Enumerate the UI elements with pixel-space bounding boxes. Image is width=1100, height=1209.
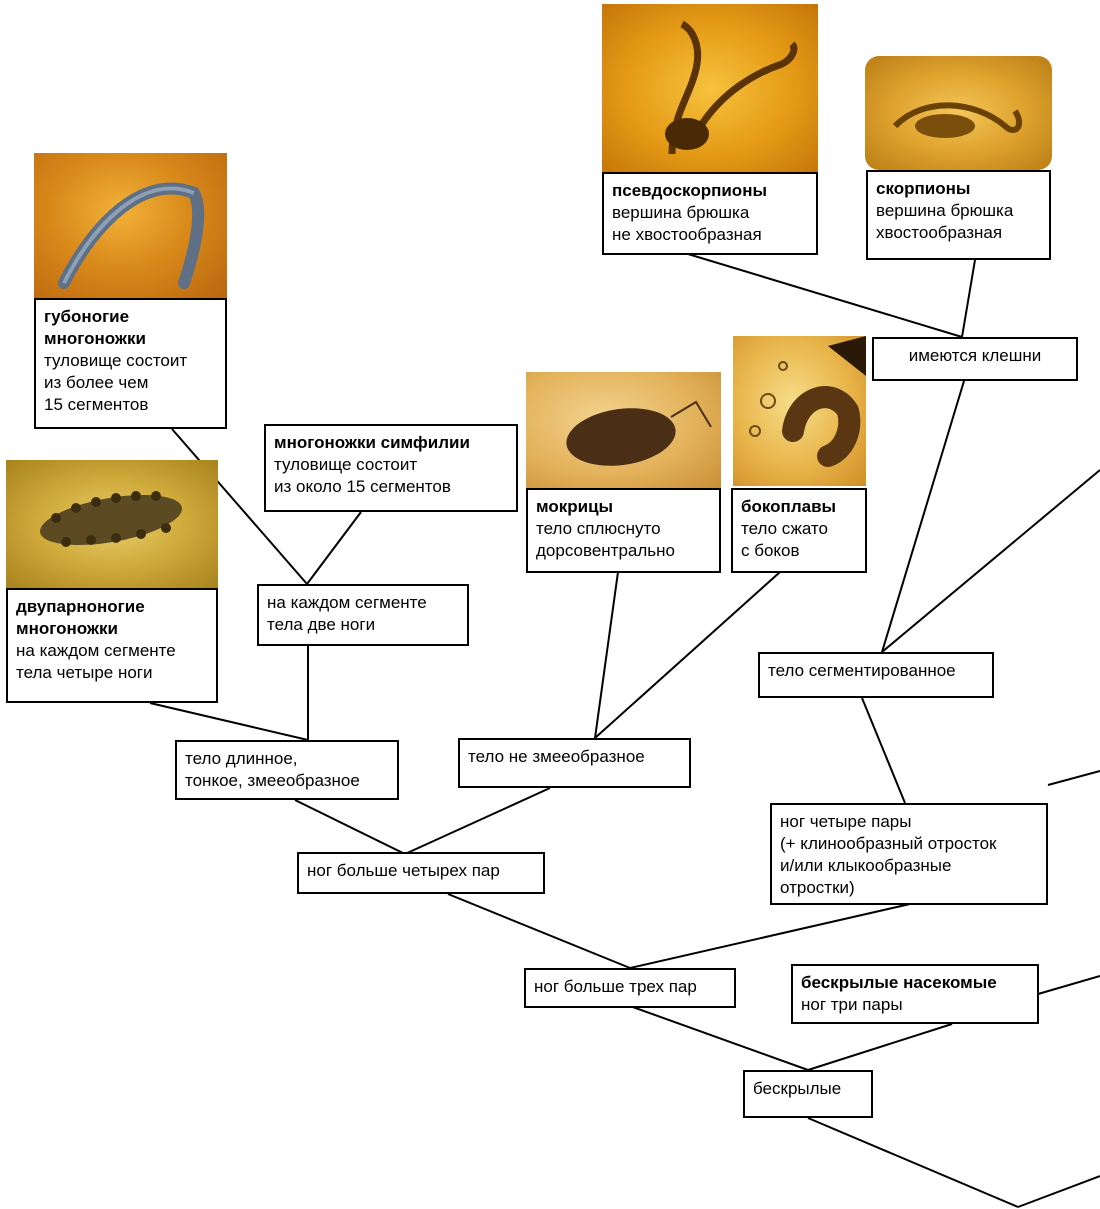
node-more-three-pairs: ног больше трех пар <box>524 968 736 1008</box>
node-long-body-desc: тело длинное, тонкое, змееобразное <box>185 748 389 792</box>
amphipod-icon <box>733 336 866 486</box>
node-centipedes-title: губоногие многоножки <box>44 306 217 350</box>
node-four-pairs-desc: ног четыре пары (+ клинообразный отросто… <box>780 811 1038 899</box>
edge-more-four-not-snake <box>405 788 550 854</box>
edge-four-pairs-right <box>1048 771 1100 785</box>
node-not-snake-desc: тело не змееобразное <box>468 746 681 768</box>
edge-not-snake-amphipods <box>595 572 780 738</box>
node-more-four-pairs: ног больше четырех пар <box>297 852 545 894</box>
millipede-icon <box>6 460 218 588</box>
edge-two-legs-symphyla <box>307 512 361 584</box>
edge-wingless-more-three <box>630 1006 808 1070</box>
node-symphyla: многоножки симфилии туловище состоит из … <box>264 424 518 512</box>
edge-segmented-claws <box>882 381 964 652</box>
node-claws-desc: имеются клешни <box>882 345 1068 367</box>
node-scorpions: скорпионы вершина брюшка хвостообразная <box>866 170 1051 260</box>
scorpion-photo <box>865 56 1052 170</box>
node-woodlice: мокрицы тело сплюснуто дорсовентрально <box>526 488 721 573</box>
node-wingless: бескрылые <box>743 1070 873 1118</box>
node-segmented: тело сегментированное <box>758 652 994 698</box>
node-pseudoscorpions: псевдоскорпионы вершина брюшка не хвосто… <box>602 172 818 255</box>
node-wingless-insects-title: бескрылые насекомые <box>801 972 1029 994</box>
node-millipedes-desc: на каждом сегменте тела четыре ноги <box>16 640 208 684</box>
node-wingless-insects-desc: ног три пары <box>801 994 1029 1016</box>
centipede-icon <box>34 153 227 299</box>
centipede-photo <box>34 153 227 299</box>
edge-more-four-long <box>295 800 405 854</box>
node-scorpions-desc: вершина брюшка хвостообразная <box>876 200 1041 244</box>
edge-more-three-more-four <box>448 894 630 968</box>
node-more-three-pairs-desc: ног больше трех пар <box>534 976 726 998</box>
node-amphipods-desc: тело сжато с боков <box>741 518 857 562</box>
node-symphyla-title: многоножки симфилии <box>274 432 508 454</box>
node-millipedes: двупарноногие многоножки на каждом сегме… <box>6 588 218 703</box>
edge-wingless-root <box>808 1118 1018 1207</box>
edge-root-right <box>1018 1176 1100 1207</box>
node-four-pairs: ног четыре пары (+ клинообразный отросто… <box>770 803 1048 905</box>
edge-segmented-right <box>882 470 1100 652</box>
edge-insects-right <box>1038 976 1100 994</box>
node-amphipods: бокоплавы тело сжато с боков <box>731 488 867 573</box>
millipede-photo <box>6 460 218 588</box>
node-pseudoscorpions-title: псевдоскорпионы <box>612 180 808 202</box>
node-centipedes: губоногие многоножки туловище состоит из… <box>34 298 227 429</box>
node-long-body: тело длинное, тонкое, змееобразное <box>175 740 399 800</box>
edge-claws-scorpions <box>962 260 975 337</box>
node-claws: имеются клешни <box>872 337 1078 381</box>
pseudoscorpion-icon <box>602 4 818 174</box>
node-symphyla-desc: туловище состоит из около 15 сегментов <box>274 454 508 498</box>
node-centipedes-desc: туловище состоит из более чем 15 сегмент… <box>44 350 217 416</box>
node-wingless-desc: бескрылые <box>753 1078 863 1100</box>
node-pseudoscorpions-desc: вершина брюшка не хвостообразная <box>612 202 808 246</box>
amphipod-photo <box>733 336 866 486</box>
node-wingless-insects: бескрылые насекомые ног три пары <box>791 964 1039 1024</box>
node-not-snake: тело не змееобразное <box>458 738 691 788</box>
edge-more-three-four-pairs <box>630 904 910 968</box>
node-two-legs-desc: на каждом сегменте тела две ноги <box>267 592 459 636</box>
woodlouse-photo <box>526 372 721 490</box>
node-woodlice-title: мокрицы <box>536 496 711 518</box>
pseudoscorpion-photo <box>602 4 818 174</box>
node-millipedes-title: двупарноногие многоножки <box>16 596 208 640</box>
node-scorpions-title: скорпионы <box>876 178 1041 200</box>
node-woodlice-desc: тело сплюснуто дорсовентрально <box>536 518 711 562</box>
woodlouse-icon <box>526 372 721 490</box>
edge-wingless-insects <box>808 1024 952 1070</box>
node-more-four-pairs-desc: ног больше четырех пар <box>307 860 535 882</box>
edge-four-pairs-segmented <box>862 698 905 803</box>
node-amphipods-title: бокоплавы <box>741 496 857 518</box>
edge-long-millipedes <box>150 703 308 740</box>
node-two-legs: на каждом сегменте тела две ноги <box>257 584 469 646</box>
edge-claws-pseudoscorpions <box>688 254 962 337</box>
edge-not-snake-woodlice <box>595 572 618 738</box>
node-segmented-desc: тело сегментированное <box>768 660 984 682</box>
scorpion-icon <box>865 56 1052 170</box>
